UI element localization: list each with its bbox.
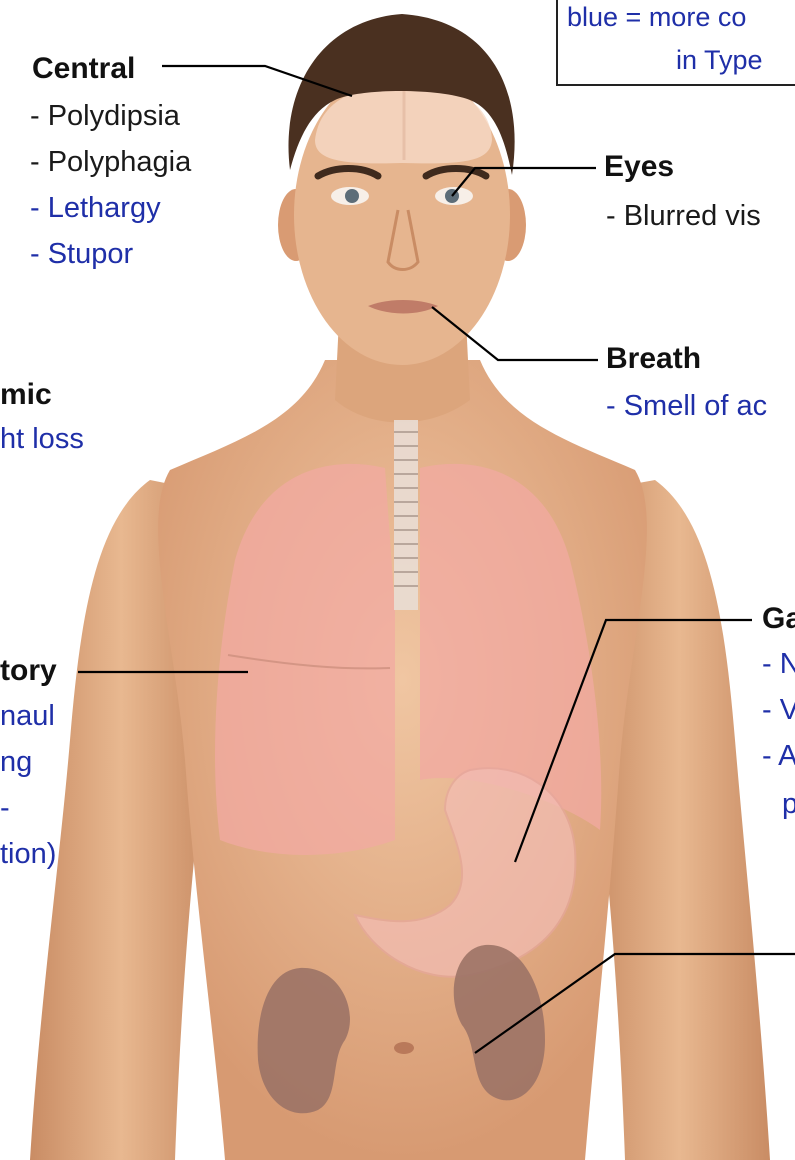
gastric-heading: Ga xyxy=(762,604,795,634)
central-item: - Polyphagia xyxy=(30,148,191,177)
central-item: - Lethargy xyxy=(30,194,161,223)
central-item: - Stupor xyxy=(30,240,133,269)
legend-line-2: in Type xyxy=(676,47,763,74)
respiratory-item: - xyxy=(0,794,10,823)
respiratory-item: ng xyxy=(0,748,32,777)
eyes-item: - Blurred vis xyxy=(606,202,761,231)
gastric-item: - V xyxy=(762,696,795,725)
breath-item: - Smell of ac xyxy=(606,392,767,421)
gastric-item: p xyxy=(782,790,795,819)
respiratory-item: naul xyxy=(0,702,55,731)
breath-heading: Breath xyxy=(606,344,701,374)
navel xyxy=(394,1042,414,1054)
legend-line-1: blue = more co xyxy=(567,4,746,31)
systemic-item: ht loss xyxy=(0,425,84,454)
gastric-item: - A xyxy=(762,742,795,771)
central-heading: Central xyxy=(32,54,135,84)
systemic-heading: mic xyxy=(0,380,52,410)
trachea xyxy=(394,420,418,610)
eyes-heading: Eyes xyxy=(604,152,674,182)
central-item: - Polydipsia xyxy=(30,102,180,131)
respiratory-item: tion) xyxy=(0,840,56,869)
respiratory-heading: tory xyxy=(0,656,57,686)
gastric-item: - N xyxy=(762,650,795,679)
